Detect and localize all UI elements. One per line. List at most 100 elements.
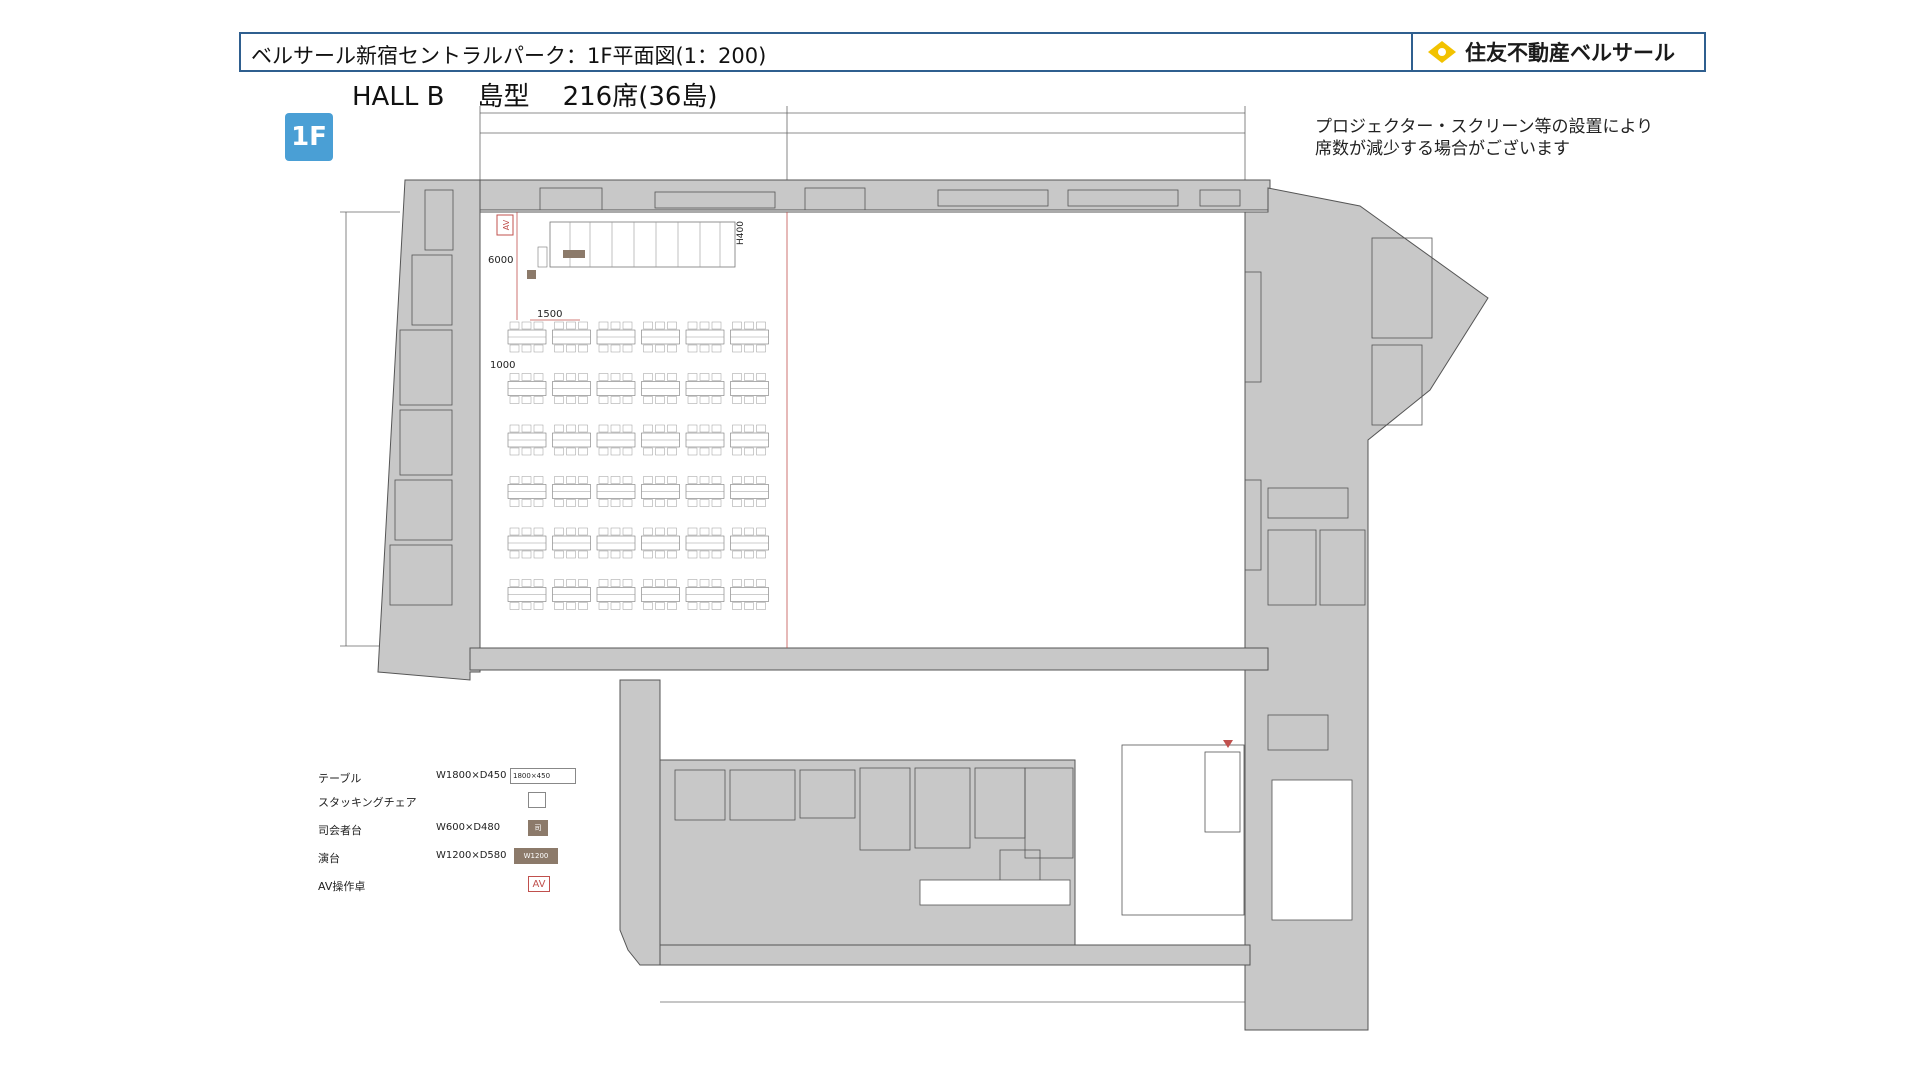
legend-emcee-sample: 司 [528, 820, 548, 836]
stacking-chair [699, 344, 710, 353]
stacking-chair [521, 579, 532, 587]
floor-badge: 1F [285, 113, 333, 161]
stacking-chair [509, 476, 520, 484]
stacking-chair [610, 579, 621, 587]
stacking-chair [711, 344, 722, 353]
dim-screen-height: H400 [736, 221, 746, 245]
stacking-chair [687, 424, 698, 433]
stacking-chair [622, 373, 633, 381]
stacking-chair [732, 499, 742, 507]
stacking-chair [732, 344, 742, 353]
stacking-chair [554, 344, 564, 353]
stacking-chair [699, 396, 710, 404]
stacking-chair [687, 321, 698, 330]
table-island [685, 321, 725, 353]
stacking-chair [521, 373, 532, 381]
legend-table-sample: 1800×450 [510, 768, 576, 784]
table-island [641, 579, 680, 610]
stacking-chair [643, 550, 653, 559]
stacking-chair [711, 321, 722, 330]
stacking-chair [554, 321, 564, 330]
brand-name: 住友不動産ベルサール [1465, 41, 1675, 65]
stacking-chair [711, 602, 722, 610]
table-island [596, 527, 636, 559]
table-island [596, 476, 636, 507]
table-island [552, 527, 591, 559]
stacking-chair [622, 344, 633, 353]
stacking-chair [744, 396, 754, 404]
table-island [730, 424, 769, 456]
stacking-chair [554, 476, 564, 484]
table-island [596, 321, 636, 353]
table-island [507, 527, 547, 559]
stacking-chair [566, 447, 576, 456]
stacking-chair [732, 396, 742, 404]
legend-item-av-desk: AV操作卓 AV [318, 876, 618, 898]
table-island [596, 373, 636, 404]
stacking-chair [521, 424, 532, 433]
stacking-chair [578, 424, 588, 433]
stacking-chair [509, 373, 520, 381]
stacking-chair [732, 424, 742, 433]
stacking-chair [598, 579, 609, 587]
service-core [919, 744, 1353, 921]
stacking-chair [699, 476, 710, 484]
stacking-chair [509, 550, 520, 559]
stacking-chair [566, 602, 576, 610]
hall-info: HALL B 島型 216席(36島) [352, 76, 718, 113]
stacking-chair [610, 373, 621, 381]
stacking-chair [533, 447, 544, 456]
stacking-chair [554, 396, 564, 404]
stacking-chair [756, 579, 766, 587]
stacking-chair [554, 499, 564, 507]
stacking-chair [643, 396, 653, 404]
hall-layout: 島型 [477, 82, 530, 112]
legend-av-sample: AV [528, 876, 550, 892]
hall-name: HALL B [352, 82, 445, 112]
table-island [730, 321, 769, 353]
stacking-chair [578, 344, 588, 353]
stacking-chair [687, 602, 698, 610]
stacking-chair [598, 396, 609, 404]
stacking-chair [687, 476, 698, 484]
stacking-chair [687, 499, 698, 507]
stacking-chair [756, 499, 766, 507]
stacking-chair [521, 602, 532, 610]
table-island [641, 373, 680, 404]
header-divider [1411, 34, 1413, 70]
stacking-chair [687, 579, 698, 587]
stacking-chair [667, 602, 677, 610]
stacking-chair [610, 447, 621, 456]
stacking-chair [667, 527, 677, 536]
stacking-chair [566, 499, 576, 507]
stacking-chair [655, 476, 665, 484]
stacking-chair [711, 424, 722, 433]
stacking-chair [699, 321, 710, 330]
stacking-chair [533, 602, 544, 610]
stacking-chair [687, 447, 698, 456]
stacking-chair [598, 321, 609, 330]
table-island [552, 321, 591, 353]
stacking-chair [533, 321, 544, 330]
table-island [552, 579, 591, 610]
toilet-block [1271, 779, 1353, 921]
hall-seats: 216席(36島) [562, 82, 718, 112]
stacking-chair [667, 424, 677, 433]
stacking-chair [667, 499, 677, 507]
stacking-chair [744, 447, 754, 456]
stacking-chair [521, 527, 532, 536]
table-island [641, 321, 680, 353]
stacking-chair [655, 579, 665, 587]
table-island [685, 579, 725, 610]
stacking-chair [744, 424, 754, 433]
stacking-chair [732, 579, 742, 587]
stacking-chair [598, 476, 609, 484]
stacking-chair [756, 602, 766, 610]
stacking-chair [533, 550, 544, 559]
stacking-chair [699, 579, 710, 587]
stacking-chair [554, 373, 564, 381]
stacking-chair [509, 579, 520, 587]
stacking-chair [655, 499, 665, 507]
stacking-chair [667, 396, 677, 404]
stacking-chair [509, 527, 520, 536]
